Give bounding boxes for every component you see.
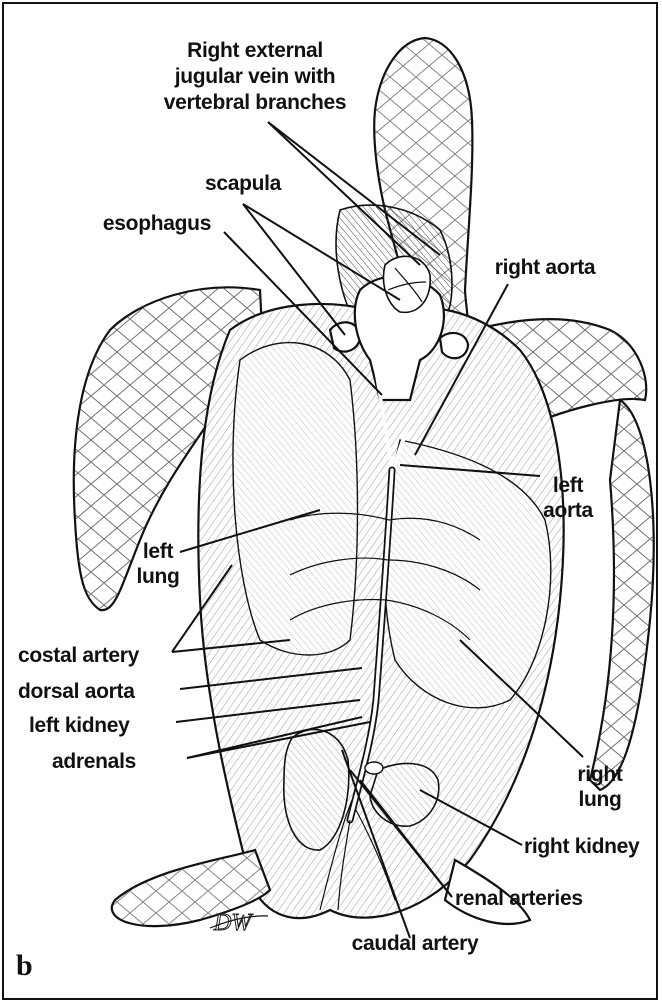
- label-left-lung-line1: left: [143, 540, 174, 563]
- artist-signature: DW: [213, 910, 253, 936]
- label-right-kidney: right kidney: [524, 835, 640, 858]
- label-left-lung-line2: lung: [136, 565, 179, 588]
- label-esophagus: esophagus: [103, 212, 211, 235]
- label-right-aorta: right aorta: [495, 256, 596, 279]
- label-dorsal-aorta: dorsal aorta: [18, 680, 135, 703]
- label-left-kidney: left kidney: [29, 714, 130, 737]
- label-right-lung-line1: right: [577, 763, 622, 786]
- label-scapula: scapula: [205, 172, 282, 195]
- panel-letter: b: [16, 949, 33, 982]
- label-renal-arteries: renal arteries: [455, 887, 583, 910]
- label-adrenals: adrenals: [52, 750, 136, 773]
- label-costal-artery: costal artery: [18, 644, 140, 667]
- label-left-aorta-line1: left: [553, 474, 584, 497]
- label-caudal-artery: caudal artery: [352, 932, 479, 955]
- adrenal-gland: [365, 762, 383, 774]
- label-left-aorta-line2: aorta: [543, 499, 593, 522]
- label-right-lung-line2: lung: [578, 788, 621, 811]
- label-jugular-line3: vertebral branches: [164, 91, 347, 114]
- label-jugular-line1: Right external: [187, 39, 323, 62]
- label-jugular-line2: jugular vein with: [174, 65, 336, 88]
